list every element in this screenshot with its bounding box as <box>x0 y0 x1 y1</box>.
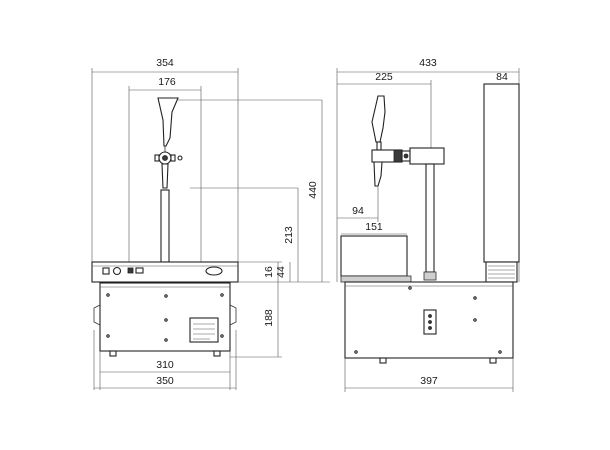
tap-bracket <box>409 147 445 165</box>
dim-drip-tray-width: 151 <box>365 221 383 233</box>
screw <box>164 338 168 342</box>
base-switch <box>127 267 134 274</box>
right-handle <box>229 304 237 326</box>
side-column <box>425 163 435 273</box>
dim-overall-height: 440 <box>307 181 319 199</box>
dim-cooler-inner-width: 310 <box>156 359 174 371</box>
side-tap-nut <box>393 149 403 163</box>
dim-tap-reach: 225 <box>375 71 393 83</box>
dim-spout-offset: 94 <box>352 205 364 217</box>
screw <box>220 293 224 297</box>
dim-cooler-outer-width: 350 <box>156 375 174 387</box>
foot <box>213 350 221 357</box>
control-dot <box>428 320 432 324</box>
control-dot <box>428 326 432 330</box>
foot <box>109 350 117 357</box>
screw <box>106 334 110 338</box>
left-handle <box>93 304 101 326</box>
dim-rear-box-width: 84 <box>496 71 508 83</box>
dim-base-lip-height: 44 <box>275 266 287 278</box>
dim-tower-width: 176 <box>158 76 176 88</box>
screw <box>220 334 224 338</box>
rating-label <box>189 317 219 343</box>
screw <box>473 318 477 322</box>
tap-nut-left <box>154 154 160 162</box>
screw <box>408 286 412 290</box>
dim-tap-height: 213 <box>283 226 295 244</box>
drip-tray <box>340 235 408 277</box>
tap-column <box>160 189 170 263</box>
screw <box>473 296 477 300</box>
side-tap-dot <box>403 153 409 159</box>
rear-housing <box>483 83 520 263</box>
tap-nut-right <box>170 154 176 162</box>
tap-valve <box>162 155 168 161</box>
base-indicator <box>135 267 144 274</box>
base-button <box>102 267 110 275</box>
side-tap-stem <box>376 141 382 151</box>
foot <box>379 357 387 364</box>
screw <box>498 350 502 354</box>
screw <box>164 318 168 322</box>
screw <box>354 350 358 354</box>
dim-top-plate-height: 16 <box>263 266 275 278</box>
side-tap-handle <box>371 95 386 143</box>
tap-spout <box>161 163 169 189</box>
side-view: 433 225 84 94 151 <box>336 57 520 392</box>
control-dot <box>428 314 432 318</box>
column-base <box>423 271 437 281</box>
tap-knob <box>177 155 183 161</box>
dim-overall-depth: 433 <box>419 57 437 69</box>
dim-cooler-height: 188 <box>263 309 275 327</box>
side-tap-spout <box>373 161 383 187</box>
screw <box>164 294 168 298</box>
foot <box>489 357 497 364</box>
front-base-plate <box>91 261 239 283</box>
drip-tray-base <box>340 275 412 283</box>
front-view: 354 176 <box>91 57 330 390</box>
dim-overall-width: 354 <box>156 57 174 69</box>
dim-cooler-depth: 397 <box>420 375 438 387</box>
screw <box>106 293 110 297</box>
brand-logo <box>205 266 223 276</box>
rear-vent-grille <box>485 261 518 283</box>
base-dial <box>112 266 122 276</box>
tap-handle <box>157 97 179 147</box>
